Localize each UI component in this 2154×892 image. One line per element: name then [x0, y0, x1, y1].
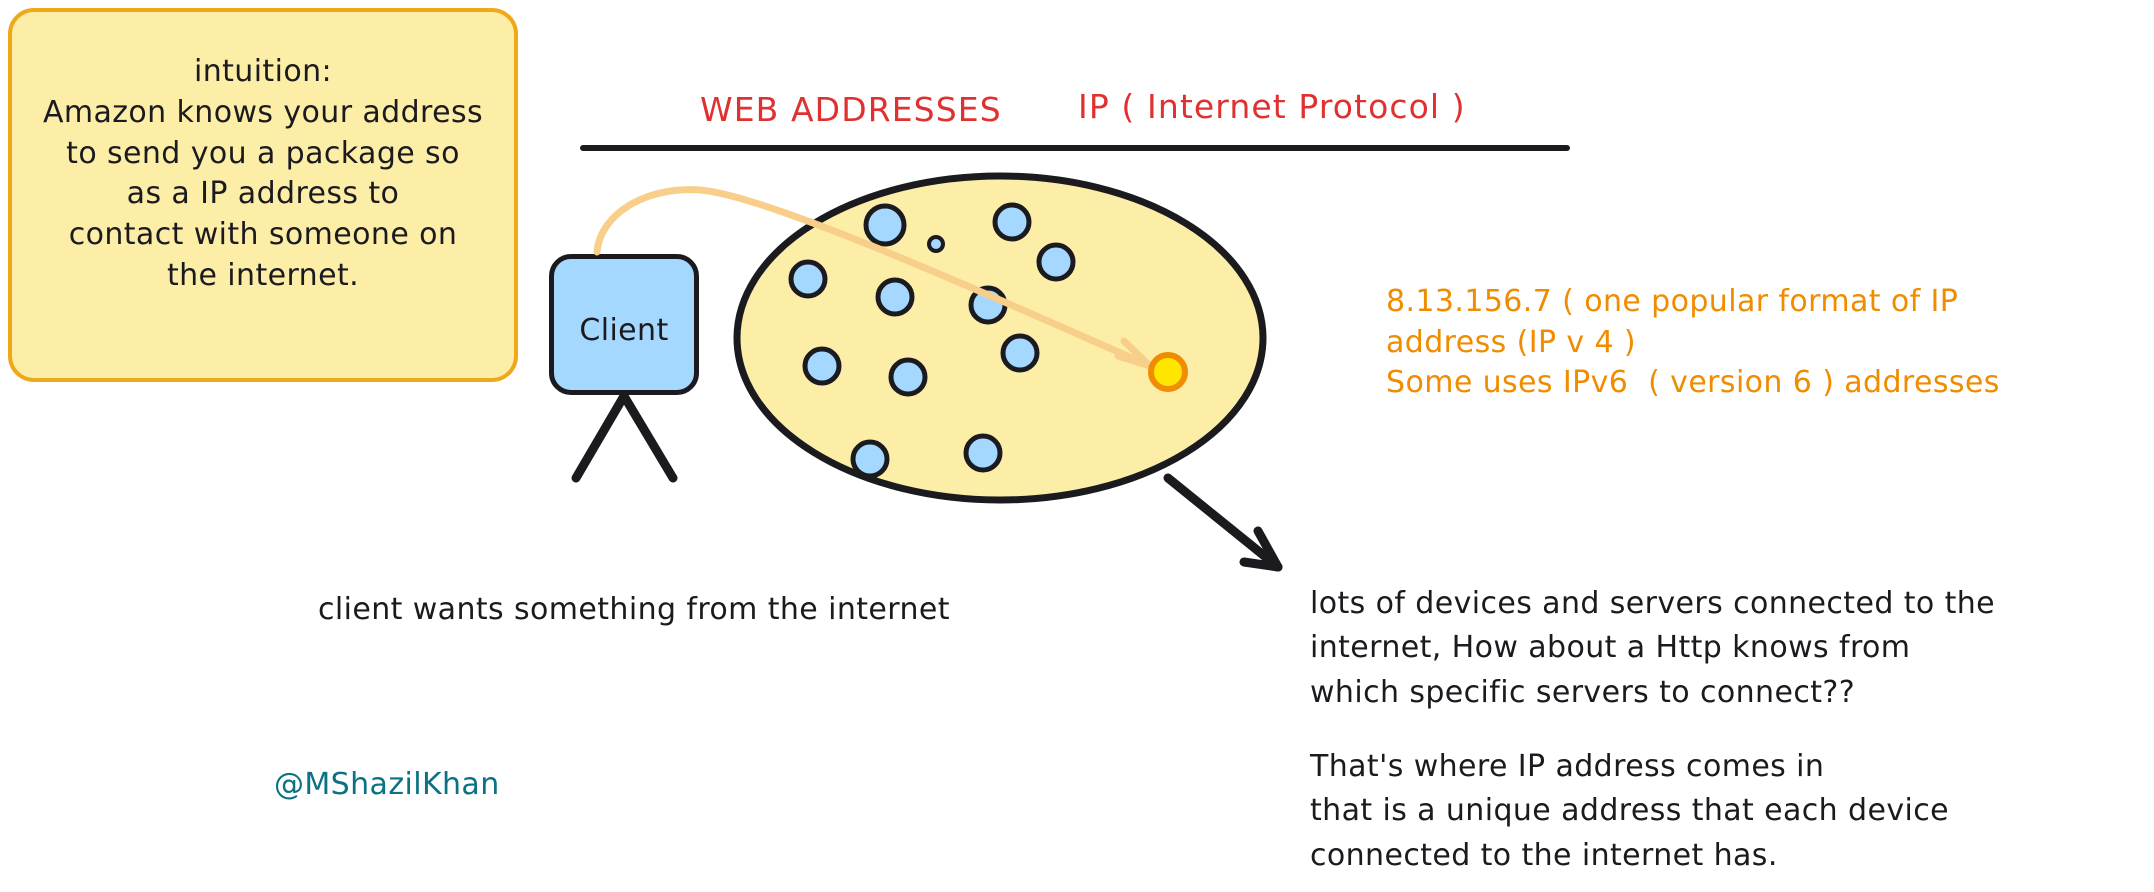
heading-ip-internet-protocol: IP ( Internet Protocol ) — [1078, 87, 1466, 126]
device-dot — [1036, 242, 1076, 282]
intuition-note-text: intuition: Amazon knows your address to … — [42, 54, 484, 293]
client-node-box[interactable]: Client — [549, 254, 699, 395]
internet-device-dots — [788, 202, 1076, 479]
device-dot — [927, 235, 945, 253]
ip-address-explanation-note: That's where IP address comes in that is… — [1310, 749, 1949, 873]
device-dot — [888, 357, 928, 397]
device-dot — [963, 433, 1003, 473]
cloud-to-note-arrow — [1163, 473, 1283, 572]
device-dot — [1000, 333, 1040, 373]
device-dot — [802, 346, 842, 386]
heading-web-addresses: WEB ADDRESSES — [700, 90, 1002, 129]
target-server-dot[interactable] — [1148, 352, 1188, 392]
client-node-label: Client — [579, 313, 669, 348]
device-dot — [850, 439, 890, 479]
device-dot — [992, 202, 1032, 242]
device-dot — [968, 285, 1008, 325]
client-stand-legs — [571, 391, 678, 483]
heading-underline-rule — [580, 145, 1570, 151]
device-dot — [875, 277, 915, 317]
intuition-note-card[interactable]: intuition: Amazon knows your address to … — [8, 8, 518, 382]
device-dot — [863, 203, 907, 247]
author-handle[interactable]: @MShazilKhan — [274, 767, 500, 802]
devices-connected-note: lots of devices and servers connected to… — [1310, 586, 1995, 710]
ip-address-format-text: 8.13.156.7 ( one popular format of IP ad… — [1386, 284, 2000, 400]
client-request-caption: client wants something from the internet — [318, 592, 950, 627]
internet-cloud-ellipse[interactable] — [733, 172, 1267, 504]
device-dot — [788, 259, 828, 299]
